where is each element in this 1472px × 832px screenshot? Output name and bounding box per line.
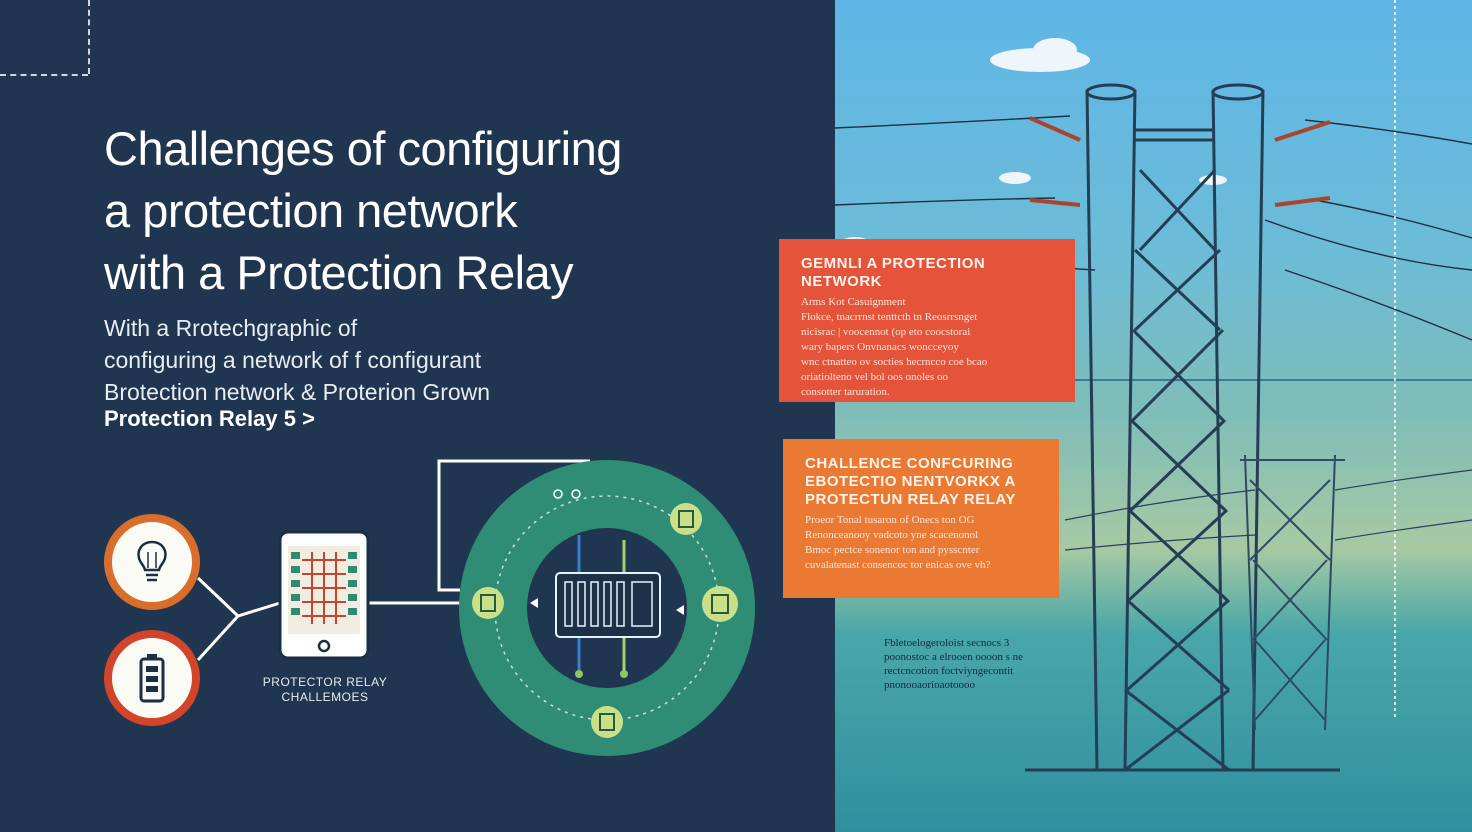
subtitle-line-2: configuring a network of f configurant: [104, 347, 482, 373]
arrow-right-icon: [530, 598, 538, 608]
card-b-title-line-3: PROTECTUN RELAY RELAY: [805, 491, 1016, 508]
bulb-circle: [104, 514, 200, 610]
subtitle: With a Rrotechgraphic of configuring a n…: [104, 312, 664, 408]
insulators: [1029, 116, 1331, 207]
title-line-1: Challenges of configuring: [104, 122, 622, 175]
network-diagram: [196, 459, 755, 756]
light-bulb-icon: [137, 540, 167, 582]
relay-caption-line-1: PROTECTOR RELAY: [262, 675, 388, 689]
transmission-tower-secondary: [1240, 454, 1345, 731]
connector-line: [196, 614, 240, 662]
card-b-body-line: Proeor Tonal tusaron of Onecs ton OG: [805, 514, 975, 526]
card-b-title: CHALLENCE CONFCURING EBOTECTIO NENTVORKX…: [805, 455, 1039, 509]
relay-panel-icon: [555, 572, 661, 638]
scene-caption-line: rectcncotion foctviyngecontit: [884, 665, 1014, 677]
subtitle-emphasis: Protection Relay 5 >: [104, 406, 315, 431]
info-card-challenge: CHALLENCE CONFCURING EBOTECTIO NENTVORKX…: [783, 439, 1059, 598]
scene-caption-line: poonostoc a elrooen oooon s ne: [884, 651, 1023, 663]
module-badge: [472, 587, 504, 619]
card-b-body-line: Bmoc pectce sonenor ton and pysscnter: [805, 544, 980, 556]
scene-caption-line: Fbletoelogeroloist secnocs 3: [884, 637, 1010, 649]
card-a-title-line-1: GEMNLI A PROTECTION: [801, 255, 986, 272]
tablet-icon: [278, 530, 370, 660]
card-a-body-line: Arms Kot Casuignment: [801, 296, 906, 308]
card-b-body: Proeor Tonal tusaron of Onecs ton OG Ren…: [805, 513, 1039, 573]
connector-line: [437, 459, 590, 592]
battery-icon: [139, 654, 165, 703]
scene-caption-line: pnonooaorioaotoooo: [884, 679, 976, 691]
card-a-title: GEMNLI A PROTECTION NETWORK: [801, 255, 1055, 291]
battery-circle: [104, 630, 200, 726]
card-a-body-line: nicisrac | voocennot (op eto coocstorai: [801, 326, 971, 338]
relay-caption-line-2: CHALLEMOES: [281, 690, 369, 704]
module-badge: [670, 503, 702, 535]
card-a-title-line-2: NETWORK: [801, 273, 882, 290]
card-b-title-line-2: EBOTECTIO NENTVORKX A: [805, 473, 1016, 490]
cloud-icon: [841, 38, 1227, 247]
module-badge: [591, 706, 623, 738]
card-a-body: Arms Kot Casuignment Flokce, tnacrrnst t…: [801, 295, 1055, 400]
card-b-body-line: cuvalatenast consencoc tor enicas ove vh…: [805, 559, 991, 571]
subtitle-line-3: Brotection network & Proterion Grown: [104, 379, 491, 405]
scene-caption: Fbletoelogeroloist secnocs 3 poonostoc a…: [884, 636, 1064, 692]
card-a-body-line: consotter taruration.: [801, 386, 890, 398]
title-line-2: a protection network: [104, 184, 518, 237]
module-badge: [702, 586, 738, 622]
page-title: Challenges of configuring a protection n…: [104, 118, 724, 304]
card-b-body-line: Renonceanooy vadcoto yne scacenonol: [805, 529, 979, 541]
transmission-scene: [835, 0, 1472, 772]
card-a-body-line: wary bapers Onvnanacs woncceyoy: [801, 341, 959, 353]
info-card-network: GEMNLI A PROTECTION NETWORK Arms Kot Cas…: [779, 239, 1075, 402]
card-b-title-line-1: CHALLENCE CONFCURING: [805, 455, 1014, 472]
connector-line: [196, 576, 281, 618]
card-a-body-line: wnc ctnatteo ov socties hecrncco coe bca…: [801, 356, 988, 368]
title-line-3: with a Protection Relay: [104, 246, 574, 299]
card-a-body-line: Flokce, tnacrrnst tenttcth tn Reosrrsnge…: [801, 311, 978, 323]
distribution-lines: [1064, 469, 1472, 551]
card-a-body-line: oriatiolteno vel bol oos onoles oo: [801, 371, 948, 383]
arrow-left-icon: [676, 605, 684, 615]
relay-caption: PROTECTOR RELAY CHALLEMOES: [200, 675, 450, 705]
subtitle-line-1: With a Rrotechgraphic of: [104, 315, 358, 341]
corner-dashed-frame-horizontal: [0, 74, 88, 76]
transmission-tower-main: [1025, 83, 1340, 772]
corner-dashed-frame-vertical: [88, 0, 90, 74]
